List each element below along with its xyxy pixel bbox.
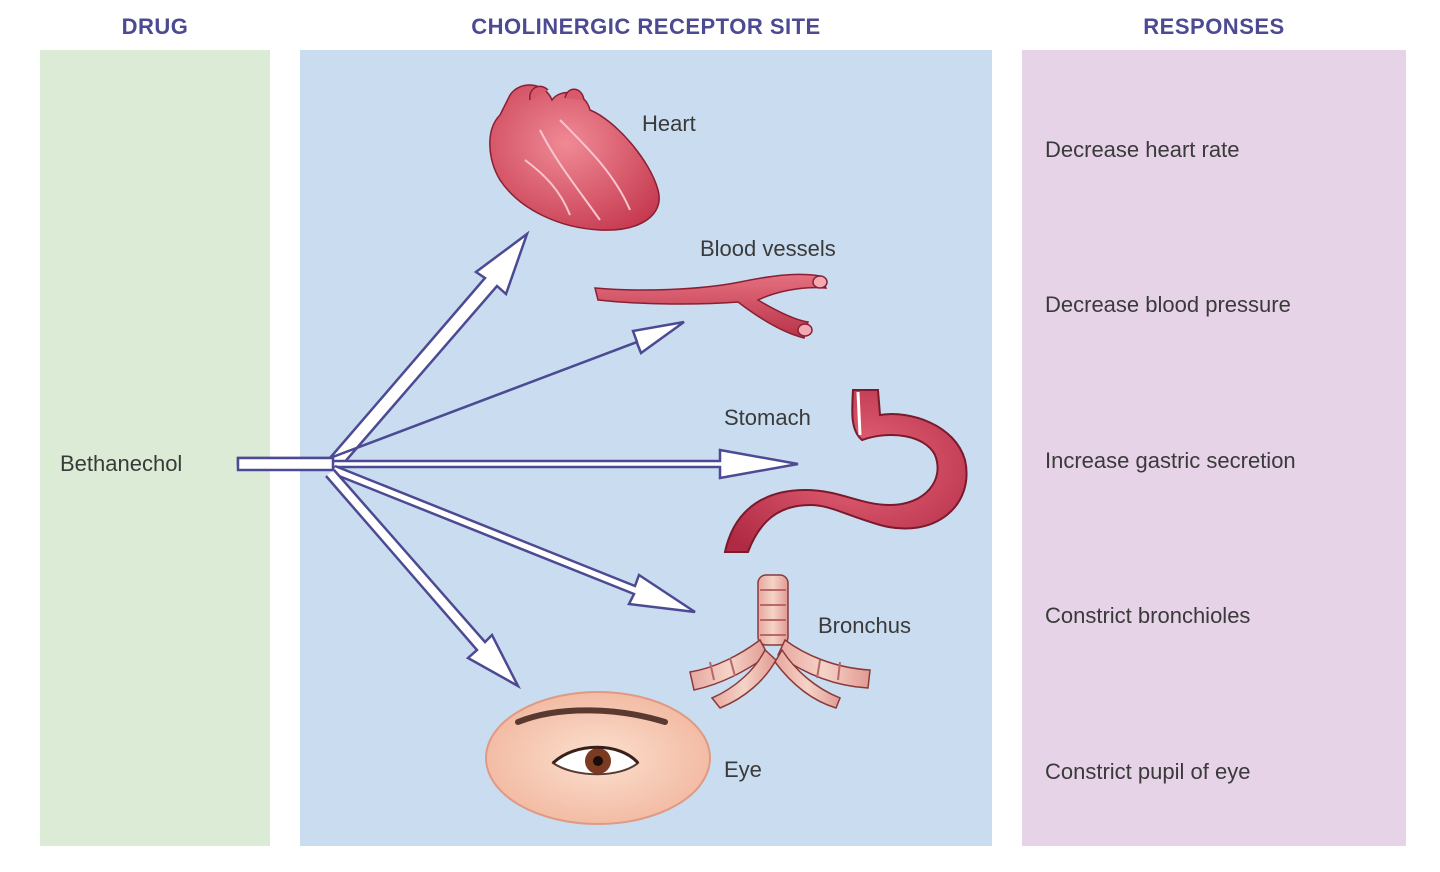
stomach-illustration <box>723 389 968 553</box>
eye-illustration <box>485 691 711 825</box>
drug-column-header: DRUG <box>121 14 189 39</box>
drug-column <box>40 50 270 846</box>
site-label-blood-vessels: Blood vessels <box>700 236 836 261</box>
heart-illustration <box>489 84 660 231</box>
arrow-to-heart <box>236 230 530 466</box>
responses-column <box>1022 50 1406 846</box>
arrows <box>236 230 799 690</box>
arrow-to-blood-vessels <box>329 320 685 460</box>
site-label-stomach: Stomach <box>724 405 811 430</box>
response-bronchus: Constrict bronchioles <box>1045 603 1251 628</box>
response-stomach: Increase gastric secretion <box>1045 448 1296 473</box>
arrow-to-bronchus <box>333 464 696 614</box>
arrow-to-stomach <box>330 448 799 480</box>
response-eye: Constrict pupil of eye <box>1045 759 1251 784</box>
response-heart: Decrease heart rate <box>1045 137 1240 162</box>
response-blood-vessels: Decrease blood pressure <box>1045 292 1291 317</box>
receptor-site-column-header: CHOLINERGIC RECEPTOR SITE <box>471 14 821 39</box>
site-label-heart: Heart <box>642 111 696 136</box>
responses-column-header: RESPONSES <box>1143 14 1285 39</box>
bronchus-illustration <box>689 574 871 709</box>
arrow-to-eye <box>325 469 521 690</box>
drug-label: Bethanechol <box>60 451 183 476</box>
blood-vessels-illustration <box>594 273 828 339</box>
site-label-bronchus: Bronchus <box>818 613 911 638</box>
site-label-eye: Eye <box>724 757 762 782</box>
arrow-stem <box>236 456 335 472</box>
